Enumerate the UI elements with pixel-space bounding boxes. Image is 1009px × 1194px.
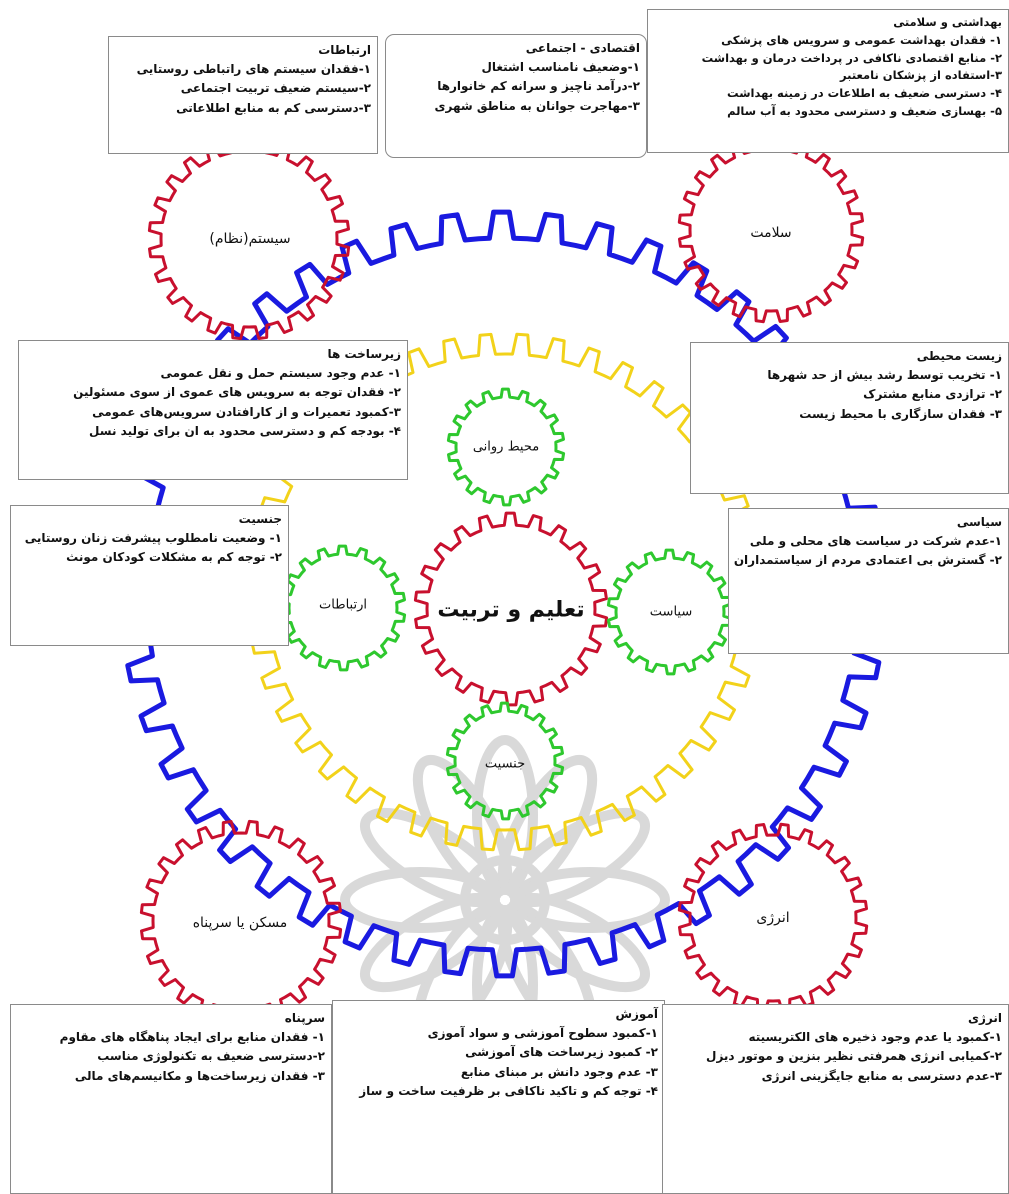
- economic-social-box: اقتصادی - اجتماعی ۱-وضعیف نامناسب اشتغال…: [385, 34, 647, 158]
- politics-item: ۲- گسترش بی اعتمادی مردم از سیاستمداران: [735, 551, 1002, 570]
- shelter-box-title: سرپناه: [17, 1009, 325, 1028]
- gear-label-system: سیستم(نظام): [209, 231, 290, 247]
- shelter-item: ۲-دسترسی ضعیف به تکنولوژی مناسب: [17, 1047, 325, 1066]
- gear-label-housing: مسکن یا سرپناه: [193, 915, 288, 931]
- gear-label-gender: جنسیت: [485, 757, 525, 772]
- health-box: بهداشتی و سلامتی ۱- فقدان بهداشت عمومی و…: [647, 9, 1009, 153]
- energy-box-title: انرژی: [669, 1009, 1002, 1028]
- health-item: ۴- دسترسی ضعیف به اطلاعات در زمینه بهداش…: [654, 85, 1002, 103]
- gender-box: جنسیت ۱- وضعیت نامطلوب پیشرفت زنان روستا…: [10, 505, 289, 646]
- gender-item: ۲- توجه کم به مشکلات کودکان مونث: [17, 548, 282, 567]
- health-item: ۵- بهسازی ضعیف و دسترسی محدود به آب سالم: [654, 103, 1002, 121]
- health-item: ۲- منابع اقتصادی ناکافی در پرداخت درمان …: [654, 50, 1002, 68]
- economic-social-box-title: اقتصادی - اجتماعی: [392, 39, 640, 58]
- economic-social-item: ۲-درآمد ناچیز و سرانه کم خانوارها: [392, 77, 640, 96]
- education-item: ۱-کمبود سطوح آموزشی و سواد آموزی: [339, 1024, 658, 1043]
- gear-label-politics: سیاست: [650, 605, 692, 620]
- health-item: ۱- فقدان بهداشت عمومی و سرویس های پزشکی: [654, 32, 1002, 50]
- infrastructure-box: زیرساخت ها ۱- عدم وجود سیستم حمل و نقل ع…: [18, 340, 408, 480]
- health-box-title: بهداشتی و سلامتی: [654, 14, 1002, 32]
- gender-box-title: جنسیت: [17, 510, 282, 529]
- politics-box-title: سیاسی: [735, 513, 1002, 532]
- health-item: ۳-استفاده از پزشکان نامعتبر: [654, 67, 1002, 85]
- energy-item: ۲-کمیابی انرژی همرفتی نظیر بنزین و موتور…: [669, 1047, 1002, 1066]
- gear-label-education: تعلیم و تربیت: [437, 598, 584, 623]
- economic-social-item: ۱-وضعیف نامناسب اشتغال: [392, 58, 640, 77]
- education-item: ۲- کمبود زیرساخت های آموزشی: [339, 1043, 658, 1062]
- environment-box-title: زیست محیطی: [697, 347, 1002, 366]
- shelter-item: ۱- فقدان منابع برای ایجاد پناهگاه های مق…: [17, 1028, 325, 1047]
- shelter-item: ۳- فقدان زیرساخت‌ها و مکانیسم‌های مالی: [17, 1067, 325, 1086]
- gear-label-psych-environment: محیط روانی: [473, 440, 539, 455]
- energy-item: ۳-عدم دسترسی به منابع جایگزینی انرژی: [669, 1067, 1002, 1086]
- infrastructure-item: ۳-کمبود تعمیرات و از کارافتادن سرویس‌های…: [25, 403, 401, 422]
- communications-item: ۱-فقدان سیستم های راتباطی روستایی: [115, 60, 371, 79]
- energy-item: ۱-کمبود یا عدم وجود ذخیره های الکتریسیته: [669, 1028, 1002, 1047]
- education-box: آموزش ۱-کمبود سطوح آموزشی و سواد آموزی ۲…: [332, 1000, 665, 1194]
- gear-label-energy: انرژی: [756, 910, 789, 926]
- infrastructure-item: ۲- فقدان توجه به سرویس های عموی از سوی م…: [25, 383, 401, 402]
- environment-item: ۳- فقدان سازگاری با محیط زیست: [697, 405, 1002, 424]
- economic-social-item: ۳-مهاجرت جوانان به مناطق شهری: [392, 97, 640, 116]
- infrastructure-item: ۴- بودجه کم و دسترسی محدود به ان برای تو…: [25, 422, 401, 441]
- gender-item: ۱- وضعیت نامطلوب پیشرفت زنان روستایی: [17, 529, 282, 548]
- education-item: ۳- عدم وجود دانش بر مبنای منابع: [339, 1063, 658, 1082]
- environment-item: ۲- ترازدی منابع مشترک: [697, 385, 1002, 404]
- politics-box: سیاسی ۱-عدم شرکت در سیاست های محلی و ملی…: [728, 508, 1009, 654]
- infrastructure-item: ۱- عدم وجود سیستم حمل و نقل عمومی: [25, 364, 401, 383]
- shelter-box: سرپناه ۱- فقدان منابع برای ایجاد پناهگاه…: [10, 1004, 332, 1194]
- communications-item: ۲-سیستم ضعیف تربیت اجتماعی: [115, 79, 371, 98]
- gear-label-communications: ارتباطات: [319, 598, 367, 613]
- politics-item: ۱-عدم شرکت در سیاست های محلی و ملی: [735, 532, 1002, 551]
- environment-item: ۱- تخریب توسط رشد بیش از حد شهرها: [697, 366, 1002, 385]
- education-box-title: آموزش: [339, 1005, 658, 1024]
- education-item: ۴- توجه کم و تاکید ناکافی بر ظرفیت ساخت …: [339, 1082, 658, 1101]
- infrastructure-box-title: زیرساخت ها: [25, 345, 401, 364]
- communications-item: ۳-دسترسی کم به منابع اطلاعاتی: [115, 99, 371, 118]
- environment-box: زیست محیطی ۱- تخریب توسط رشد بیش از حد ش…: [690, 342, 1009, 494]
- communications-box-title: ارتباطات: [115, 41, 371, 60]
- energy-box: انرژی ۱-کمبود یا عدم وجود ذخیره های الکت…: [662, 1004, 1009, 1194]
- communications-box: ارتباطات ۱-فقدان سیستم های راتباطی روستا…: [108, 36, 378, 154]
- gear-label-health: سلامت: [750, 225, 791, 241]
